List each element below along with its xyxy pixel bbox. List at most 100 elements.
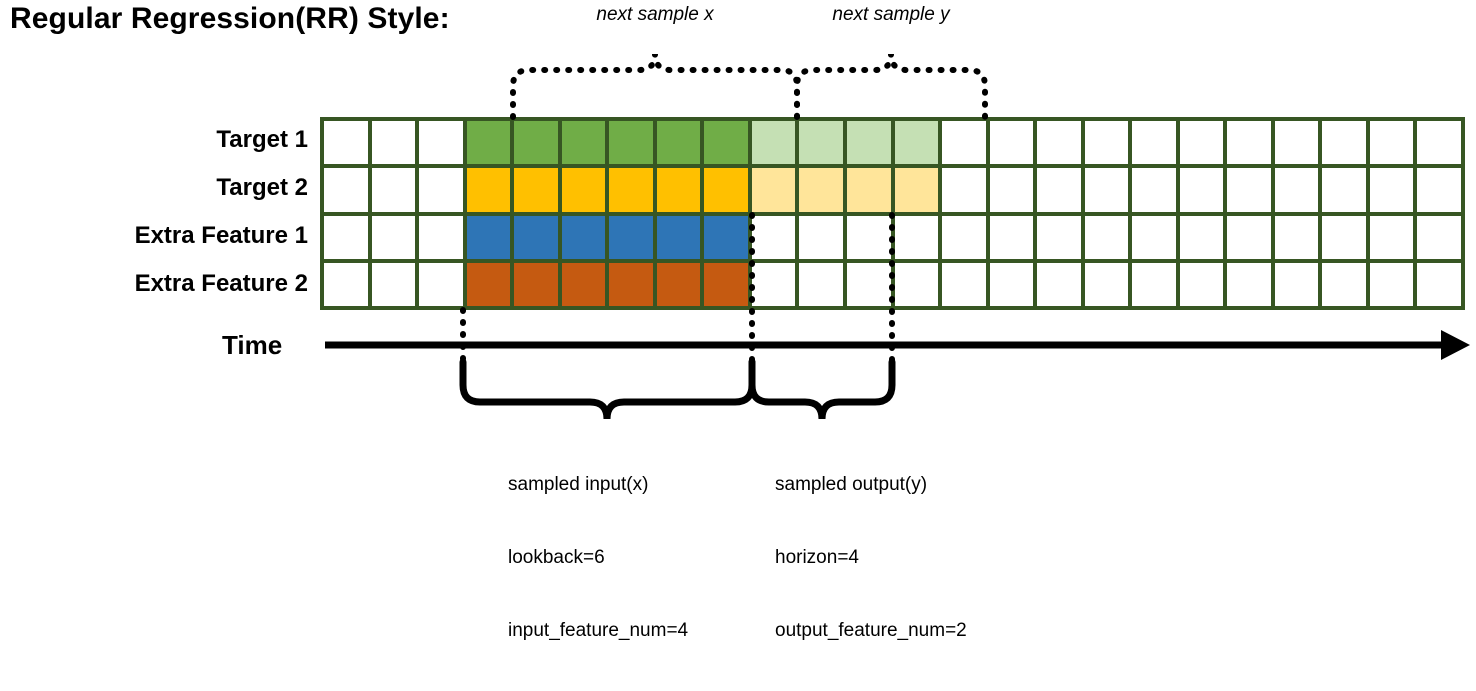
- grid-cell-target-2-9: [704, 168, 748, 212]
- grid-cell-extra-feature-1-10: [751, 215, 796, 259]
- grid-cell-extra-feature-1-14: [942, 215, 986, 259]
- grid-cell-target-1-10: [751, 121, 796, 165]
- grid-cell-target-1-7: [609, 121, 653, 165]
- grid-cell-target-1-9: [704, 121, 748, 165]
- row-label-target-1: Target 1: [216, 126, 308, 153]
- grid-cell-extra-feature-2-10: [751, 262, 796, 306]
- grid-cell-target-2-15: [989, 168, 1034, 212]
- grid-cell-extra-feature-2-14: [942, 262, 986, 306]
- grid-cell-extra-feature-2-21: [1274, 262, 1319, 306]
- row-label-extra-feature-2: Extra Feature 2: [134, 270, 308, 297]
- sampled-output-caption: sampled output(y) horizon=4 output_featu…: [775, 424, 967, 691]
- grid-cell-target-1-17: [1084, 121, 1129, 165]
- time-axis-label: Time: [222, 330, 283, 360]
- sampled-input-brace: [459, 358, 756, 420]
- grid-cell-target-1-20: [1227, 121, 1271, 165]
- grid-cell-target-2-7: [609, 168, 653, 212]
- grid-cell-extra-feature-1-1: [324, 215, 368, 259]
- grid-cell-extra-feature-1-19: [1179, 215, 1224, 259]
- sampled-output-line-2: horizon=4: [775, 546, 859, 568]
- sampled-input-line-3: input_feature_num=4: [508, 619, 689, 641]
- grid-cell-target-1-14: [942, 121, 986, 165]
- grid-cell-target-1-1: [324, 121, 368, 165]
- grid-cell-target-1-16: [1037, 121, 1081, 165]
- grid-cell-target-2-11: [799, 168, 843, 212]
- grid-cell-target-2-22: [1322, 168, 1366, 212]
- grid-cell-target-1-12: [846, 121, 891, 165]
- grid-cell-extra-feature-1-22: [1322, 215, 1366, 259]
- grid-cell-extra-feature-1-13: [894, 215, 939, 259]
- grid-cell-target-1-8: [656, 121, 701, 165]
- grid-cell-target-1-5: [514, 121, 558, 165]
- grid-cell-extra-feature-2-5: [514, 262, 558, 306]
- grid-cell-extra-feature-1-23: [1369, 215, 1414, 259]
- grid-cell-target-1-3: [419, 121, 463, 165]
- grid-cell-target-1-18: [1132, 121, 1176, 165]
- grid-cell-target-2-17: [1084, 168, 1129, 212]
- next-sample-y-label: next sample y: [832, 4, 950, 25]
- grid-cell-target-2-8: [656, 168, 701, 212]
- grid-cell-extra-feature-1-3: [419, 215, 463, 259]
- sampled-input-line-1: sampled input(x): [508, 473, 649, 495]
- grid-cell-extra-feature-1-2: [371, 215, 416, 259]
- grid-cell-extra-feature-1-12: [846, 215, 891, 259]
- grid-cell-extra-feature-2-17: [1084, 262, 1129, 306]
- grid-cell-extra-feature-1-7: [609, 215, 653, 259]
- grid-cell-extra-feature-2-24: [1417, 262, 1461, 306]
- grid-cell-target-1-23: [1369, 121, 1414, 165]
- grid-cell-target-1-13: [894, 121, 939, 165]
- row-label-extra-feature-1: Extra Feature 1: [134, 222, 308, 249]
- grid-cell-extra-feature-2-16: [1037, 262, 1081, 306]
- grid-cell-target-2-21: [1274, 168, 1319, 212]
- grid-cell-extra-feature-2-4: [466, 262, 511, 306]
- grid-cell-extra-feature-1-24: [1417, 215, 1461, 259]
- grid-cell-extra-feature-1-11: [799, 215, 843, 259]
- grid-cell-target-1-4: [466, 121, 511, 165]
- grid-cell-target-2-2: [371, 168, 416, 212]
- grid-cell-extra-feature-2-19: [1179, 262, 1224, 306]
- grid-cell-target-1-11: [799, 121, 843, 165]
- sampled-input-line-2: lookback=6: [508, 546, 605, 568]
- right-arrow-icon: [1441, 330, 1470, 360]
- grid-cell-extra-feature-2-13: [894, 262, 939, 306]
- grid-cell-target-2-3: [419, 168, 463, 212]
- grid-cell-target-2-24: [1417, 168, 1461, 212]
- grid-cell-target-1-6: [561, 121, 606, 165]
- time-axis: [325, 330, 1470, 360]
- grid-cell-extra-feature-1-20: [1227, 215, 1271, 259]
- grid-cell-target-1-15: [989, 121, 1034, 165]
- grid-cell-extra-feature-2-3: [419, 262, 463, 306]
- grid-cell-target-2-16: [1037, 168, 1081, 212]
- grid-cell-extra-feature-2-20: [1227, 262, 1271, 306]
- grid-cell-extra-feature-2-18: [1132, 262, 1176, 306]
- grid-cell-extra-feature-2-1: [324, 262, 368, 306]
- grid-cell-target-2-4: [466, 168, 511, 212]
- grid-cell-target-2-20: [1227, 168, 1271, 212]
- grid-cell-extra-feature-2-2: [371, 262, 416, 306]
- grid-cell-target-2-23: [1369, 168, 1414, 212]
- grid-cell-target-2-13: [894, 168, 939, 212]
- row-label-target-2: Target 2: [216, 174, 308, 201]
- grid-cell-extra-feature-1-15: [989, 215, 1034, 259]
- grid-cell-target-1-21: [1274, 121, 1319, 165]
- grid-cell-extra-feature-1-5: [514, 215, 558, 259]
- grid-cell-extra-feature-2-11: [799, 262, 843, 306]
- grid-cell-extra-feature-2-9: [704, 262, 748, 306]
- sampled-output-line-1: sampled output(y): [775, 473, 928, 495]
- next-sample-x-brace: [510, 53, 800, 120]
- grid-cell-target-2-14: [942, 168, 986, 212]
- grid-cell-target-1-19: [1179, 121, 1224, 165]
- next-sample-x-label: next sample x: [596, 4, 714, 25]
- grid-cell-extra-feature-1-6: [561, 215, 606, 259]
- grid-cell-extra-feature-1-4: [466, 215, 511, 259]
- grid-cell-target-2-6: [561, 168, 606, 212]
- grid-cell-extra-feature-2-15: [989, 262, 1034, 306]
- grid-cell-extra-feature-2-23: [1369, 262, 1414, 306]
- grid-cell-extra-feature-2-7: [609, 262, 653, 306]
- grid-cell-extra-feature-1-18: [1132, 215, 1176, 259]
- grid-cell-extra-feature-2-12: [846, 262, 891, 306]
- timeline-grid: [320, 117, 1465, 310]
- grid-cell-extra-feature-1-16: [1037, 215, 1081, 259]
- next-sample-y-brace: [794, 53, 988, 120]
- grid-cell-target-1-2: [371, 121, 416, 165]
